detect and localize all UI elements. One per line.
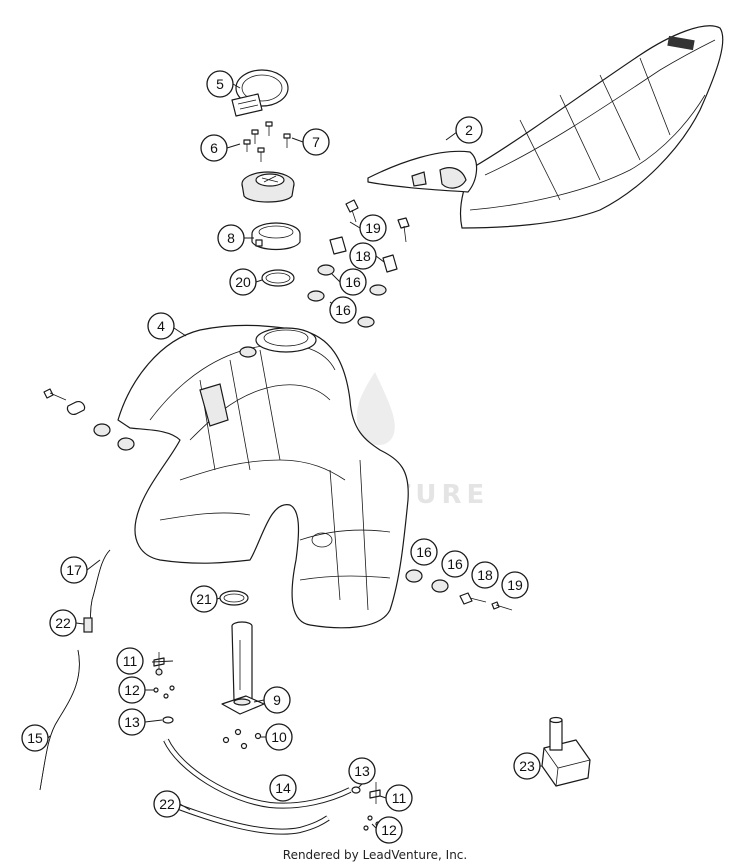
callout-11-right-label: 11 bbox=[392, 790, 407, 806]
bottom-hoses[interactable] bbox=[158, 738, 352, 835]
callout-10[interactable]: 10 bbox=[265, 723, 293, 751]
callout-15[interactable]: 15 bbox=[21, 724, 49, 752]
callout-16-lower-b-label: 16 bbox=[447, 556, 463, 572]
filler-o-ring[interactable] bbox=[261, 269, 295, 287]
callout-16-upper-a-label: 16 bbox=[345, 274, 361, 290]
callout-2[interactable]: 2 bbox=[455, 116, 483, 144]
callout-22-upper[interactable]: 22 bbox=[49, 609, 77, 637]
callout-22-lower-label: 22 bbox=[159, 796, 175, 812]
callout-13-left-label: 13 bbox=[124, 714, 140, 730]
cap-screws[interactable] bbox=[243, 121, 291, 162]
callout-18-upper-label: 18 bbox=[355, 248, 371, 264]
callout-11-left[interactable]: 11 bbox=[116, 647, 144, 675]
right-mount-hardware[interactable] bbox=[405, 569, 513, 611]
callout-19-upper-label: 19 bbox=[365, 220, 381, 236]
callout-8[interactable]: 8 bbox=[217, 224, 245, 252]
callout-5[interactable]: 5 bbox=[206, 70, 234, 98]
callout-23[interactable]: 23 bbox=[513, 752, 541, 780]
callout-6[interactable]: 6 bbox=[200, 134, 228, 162]
callout-2-label: 2 bbox=[465, 122, 473, 138]
callout-4[interactable]: 4 bbox=[147, 312, 175, 340]
callout-12-right[interactable]: 12 bbox=[375, 816, 403, 844]
callout-11-left-label: 11 bbox=[123, 653, 138, 669]
right-fittings[interactable] bbox=[351, 782, 381, 831]
callout-13-right[interactable]: 13 bbox=[348, 757, 376, 785]
callout-19-lower[interactable]: 19 bbox=[501, 571, 529, 599]
callout-9-label: 9 bbox=[273, 692, 281, 708]
callout-10-label: 10 bbox=[271, 729, 287, 745]
callout-11-right[interactable]: 11 bbox=[385, 784, 413, 812]
callout-8-label: 8 bbox=[227, 230, 235, 246]
callout-17-label: 17 bbox=[66, 562, 82, 578]
callout-18-upper[interactable]: 18 bbox=[349, 242, 377, 270]
callout-16-lower-a-label: 16 bbox=[416, 544, 432, 560]
filler-neck-clamp[interactable] bbox=[231, 69, 289, 117]
callout-13-left[interactable]: 13 bbox=[118, 708, 146, 736]
callout-16-lower-a[interactable]: 16 bbox=[410, 538, 438, 566]
callout-6-label: 6 bbox=[210, 140, 218, 156]
pump-o-ring[interactable] bbox=[219, 590, 249, 606]
left-fittings[interactable] bbox=[153, 652, 175, 724]
callout-12-left[interactable]: 12 bbox=[118, 676, 146, 704]
callout-12-right-label: 12 bbox=[381, 822, 397, 838]
callout-20-label: 20 bbox=[235, 274, 251, 290]
seat[interactable] bbox=[367, 25, 724, 229]
callout-16-upper-a[interactable]: 16 bbox=[339, 268, 367, 296]
callout-14-label: 14 bbox=[275, 780, 291, 796]
fuel-cap[interactable] bbox=[241, 171, 295, 203]
callout-12-left-label: 12 bbox=[124, 682, 140, 698]
callout-16-lower-b[interactable]: 16 bbox=[441, 550, 469, 578]
callout-21-label: 21 bbox=[196, 591, 212, 607]
filter-block[interactable] bbox=[541, 716, 591, 787]
callout-17[interactable]: 17 bbox=[60, 556, 88, 584]
callout-19-upper[interactable]: 19 bbox=[359, 214, 387, 242]
callout-4-label: 4 bbox=[157, 318, 165, 334]
watermark-flame-icon bbox=[356, 372, 395, 446]
fuel-tank[interactable] bbox=[117, 324, 409, 629]
callout-7-label: 7 bbox=[312, 134, 320, 150]
left-mount-hardware[interactable] bbox=[43, 388, 135, 451]
callout-16-upper-b[interactable]: 16 bbox=[329, 296, 357, 324]
callout-18-lower[interactable]: 18 bbox=[471, 561, 499, 589]
callout-23-label: 23 bbox=[519, 758, 535, 774]
upper-mount-hardware[interactable] bbox=[307, 199, 410, 328]
callout-21[interactable]: 21 bbox=[190, 585, 218, 613]
pump-screws[interactable] bbox=[222, 728, 262, 750]
callout-16-upper-b-label: 16 bbox=[335, 302, 351, 318]
callout-5-label: 5 bbox=[216, 76, 224, 92]
callout-9[interactable]: 9 bbox=[263, 686, 291, 714]
callout-15-label: 15 bbox=[27, 730, 43, 746]
callout-7[interactable]: 7 bbox=[302, 128, 330, 156]
callout-13-right-label: 13 bbox=[354, 763, 370, 779]
render-credit: Rendered by LeadVenture, Inc. bbox=[282, 848, 468, 862]
left-drain-hose[interactable] bbox=[39, 549, 111, 791]
callout-20[interactable]: 20 bbox=[229, 268, 257, 296]
callout-22-upper-label: 22 bbox=[55, 615, 71, 631]
callout-19-lower-label: 19 bbox=[507, 577, 523, 593]
callout-14[interactable]: 14 bbox=[269, 774, 297, 802]
callout-18-lower-label: 18 bbox=[477, 567, 493, 583]
callout-22-lower[interactable]: 22 bbox=[153, 790, 181, 818]
filler-neck-ring[interactable] bbox=[251, 222, 301, 251]
fuel-pump[interactable] bbox=[221, 621, 265, 715]
